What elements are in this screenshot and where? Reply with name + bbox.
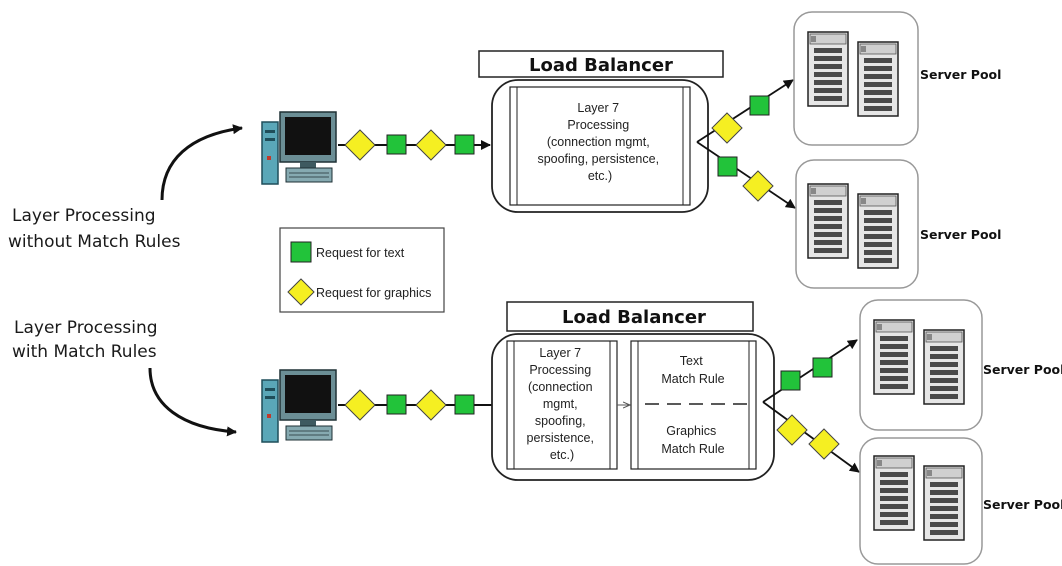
server-icon [857, 41, 899, 117]
text-request-icon [812, 357, 833, 378]
graphics-match-rule: Graphics Match Rule [661, 424, 724, 456]
graphics-request-icon [344, 389, 376, 421]
text-request-icon [386, 394, 407, 415]
load-balancer-title: Load Balancer [529, 55, 673, 76]
text-request-icon [290, 241, 312, 263]
load-balancer-title-box [478, 50, 724, 78]
bottom-side-label-line1: Layer Processing [14, 318, 158, 338]
output-flow-line [696, 79, 794, 143]
bottom-side-label: Layer Processing with Match Rules [12, 318, 163, 362]
server-icon [807, 31, 849, 107]
layer7-processing-box [509, 86, 691, 206]
computer-icon [261, 369, 337, 443]
legend-graphics-request: Request for graphics [316, 286, 431, 300]
top-side-label-line1: Layer Processing [12, 206, 156, 226]
legend-text-request: Request for text [316, 246, 405, 260]
graphics-request-icon [344, 129, 376, 161]
bottom-side-label-line2: with Match Rules [12, 342, 157, 362]
text-request-icon [780, 370, 801, 391]
load-balancer-title-box [506, 301, 754, 332]
graphics-request-icon [808, 428, 840, 460]
server-pool-label: Server Pool [920, 67, 1001, 82]
computer-icon [261, 111, 337, 185]
load-balancer-title: Load Balancer [562, 307, 706, 328]
output-flow-line [696, 141, 796, 209]
text-request-icon [386, 134, 407, 155]
output-flow-line [762, 401, 860, 473]
server-icon [873, 319, 915, 395]
layer7-processing-text: Layer 7 Processing (connection mgmt, spo… [537, 101, 662, 183]
graphics-request-icon [415, 389, 447, 421]
server-pool-label: Server Pool [983, 362, 1062, 377]
top-side-label: Layer Processing without Match Rules [8, 206, 181, 252]
server-pool-label: Server Pool [983, 497, 1062, 512]
text-request-icon [749, 95, 770, 116]
top-side-label-line2: without Match Rules [8, 232, 181, 252]
curved-arrow-icon [148, 367, 237, 437]
graphics-request-icon [742, 170, 774, 202]
server-pool-label: Server Pool [920, 227, 1001, 242]
server-icon [807, 183, 849, 259]
graphics-request-icon [415, 129, 447, 161]
server-icon [857, 193, 899, 269]
text-match-rule: Text Match Rule [661, 354, 724, 386]
text-request-icon [717, 156, 738, 177]
graphics-request-icon [776, 414, 808, 446]
text-request-icon [454, 134, 475, 155]
server-icon [873, 455, 915, 531]
match-rules-box [630, 340, 757, 470]
text-request-icon [454, 394, 475, 415]
layer7-processing-text: Layer 7 Processing (connection mgmt, spo… [527, 346, 598, 462]
graphics-request-icon [711, 112, 743, 144]
server-icon [923, 329, 965, 405]
graphics-request-icon [287, 278, 315, 306]
output-flow-line [762, 339, 858, 403]
server-icon [923, 465, 965, 541]
curved-arrow-icon [160, 124, 243, 201]
